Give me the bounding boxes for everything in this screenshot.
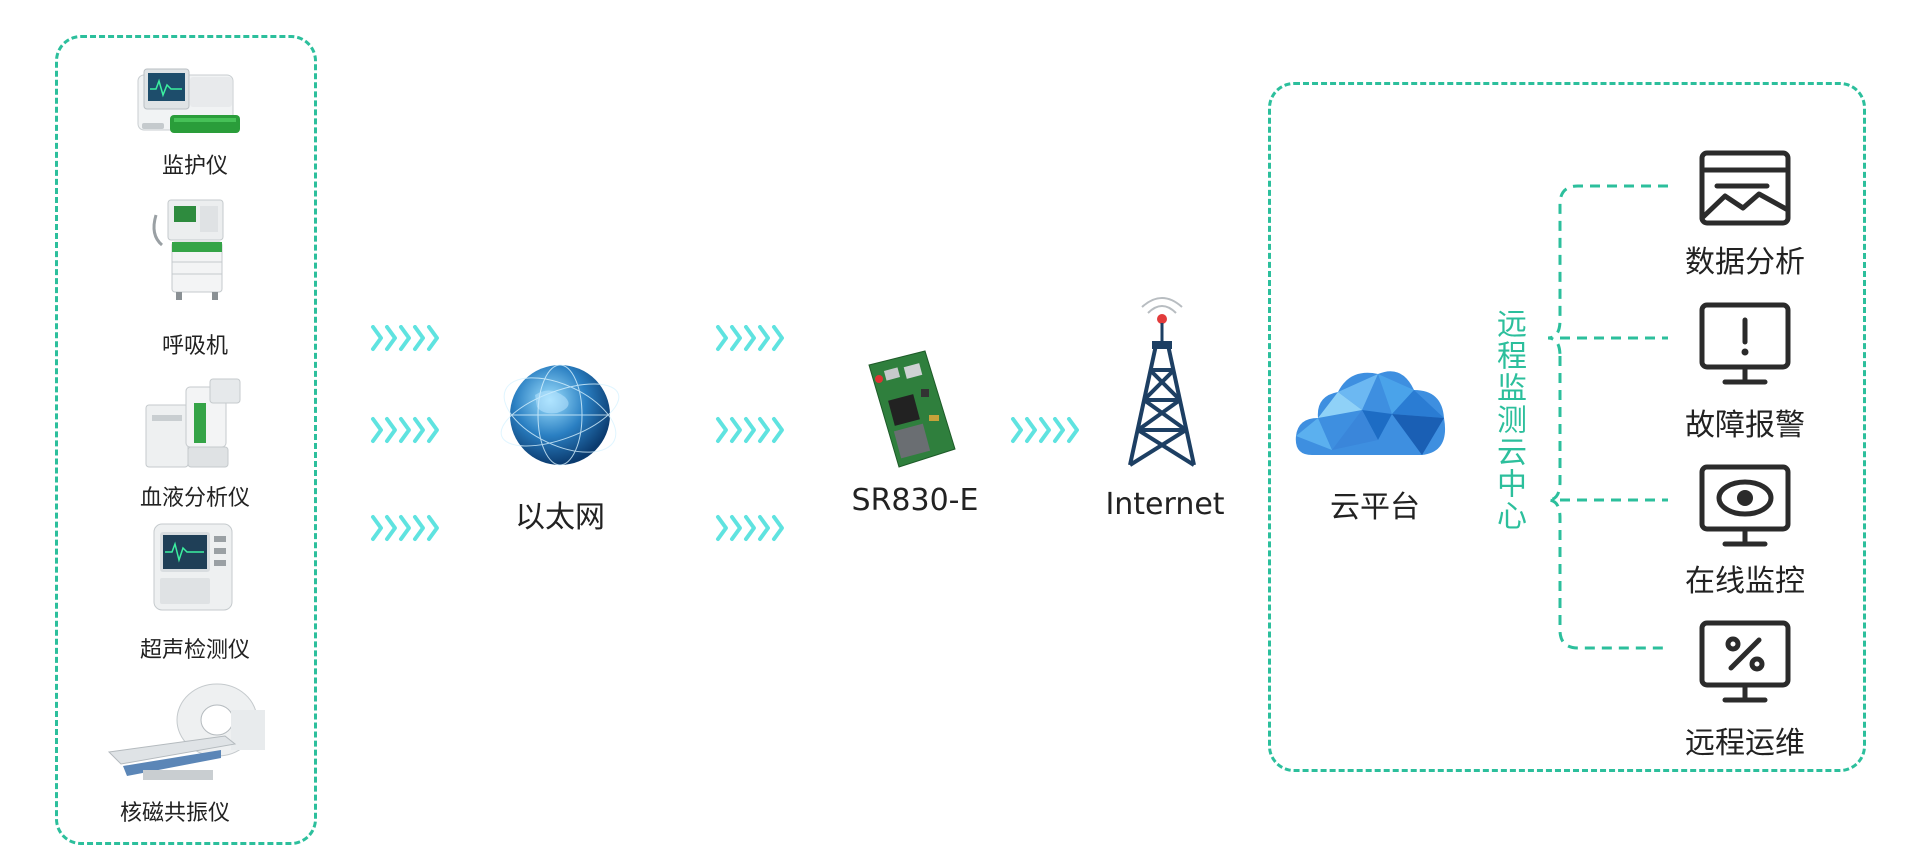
blood-analyzer-icon: [145, 378, 241, 468]
flow-arrows-3: [1011, 417, 1079, 443]
service-bracket-connector: [1548, 184, 1668, 650]
service-label-fault-alarm: 故障报警: [1685, 408, 1805, 443]
flow-arrows-1: [371, 325, 439, 541]
ultrasound-device-icon: [153, 523, 233, 611]
device-label-mri: 核磁共振仪: [119, 801, 230, 826]
service-label-data-analysis: 数据分析: [1685, 245, 1805, 280]
device-label-ventilator: 呼吸机: [161, 334, 228, 359]
device-label-ultrasound: 超声检测仪: [139, 638, 250, 663]
device-group-box: [55, 35, 317, 845]
eye-monitor-icon: [1699, 464, 1791, 547]
mri-scanner-icon: [107, 683, 265, 780]
cloud-platform-label: 云平台: [1330, 490, 1420, 525]
data-chart-monitor-icon: [1699, 150, 1791, 226]
ethernet-label: 以太网: [515, 500, 605, 535]
device-label-monitor: 监护仪: [161, 154, 228, 179]
internet-label: Internet: [1105, 487, 1225, 522]
gateway-label: SR830-E: [851, 483, 979, 518]
cloud-center-box: [1268, 82, 1866, 772]
cloud-icon: [1295, 371, 1446, 455]
globe-network-icon: [500, 364, 620, 466]
flow-arrows-2: [716, 325, 784, 541]
cloud-center-title: 远程监测云中心: [1491, 308, 1526, 532]
circuit-board-icon: [868, 350, 956, 468]
ventilator-icon: [152, 199, 224, 300]
device-label-blood-analyzer: 血液分析仪: [139, 486, 250, 511]
percent-monitor-icon: [1699, 620, 1791, 703]
service-label-online-monitoring: 在线监控: [1685, 564, 1805, 599]
patient-monitor-icon: [137, 68, 240, 133]
alert-monitor-icon: [1699, 302, 1791, 385]
signal-tower-icon: [1128, 297, 1196, 467]
service-label-remote-om: 远程运维: [1685, 726, 1805, 761]
